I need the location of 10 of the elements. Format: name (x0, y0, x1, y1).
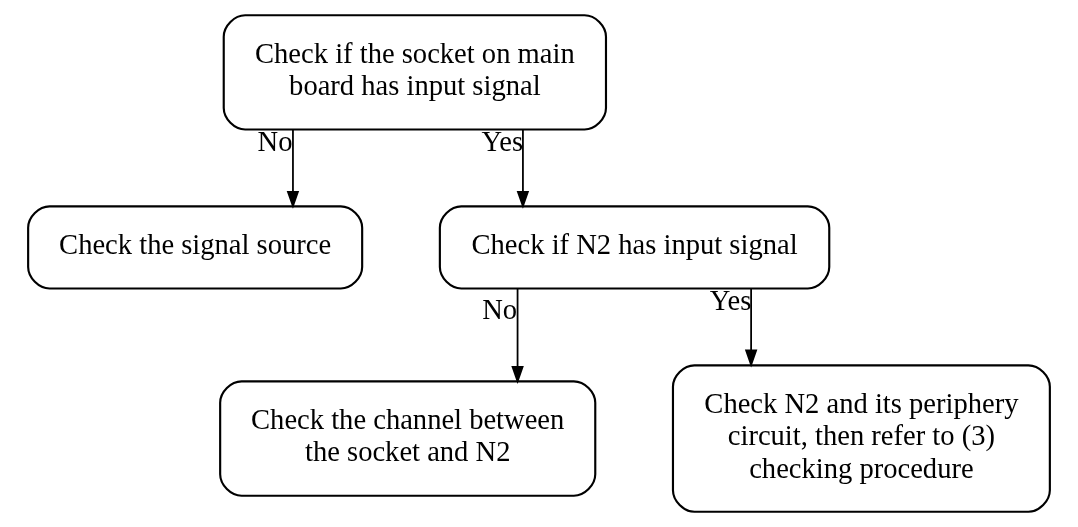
node-box: Check the channel between the socket and N2 (219, 380, 597, 497)
arrow (516, 128, 530, 209)
node-box: Check if N2 has input signal (438, 205, 831, 290)
arrow (286, 128, 300, 209)
edge-label: No (482, 293, 518, 325)
arrow (511, 288, 524, 384)
node-box: Check N2 and its periphery circuit, then refer to (3) checking procedure (671, 364, 1051, 513)
arrow (744, 288, 758, 368)
node-box: Check if the socket on main board has input signal (222, 14, 608, 131)
node-box: Check the signal source (27, 205, 364, 290)
